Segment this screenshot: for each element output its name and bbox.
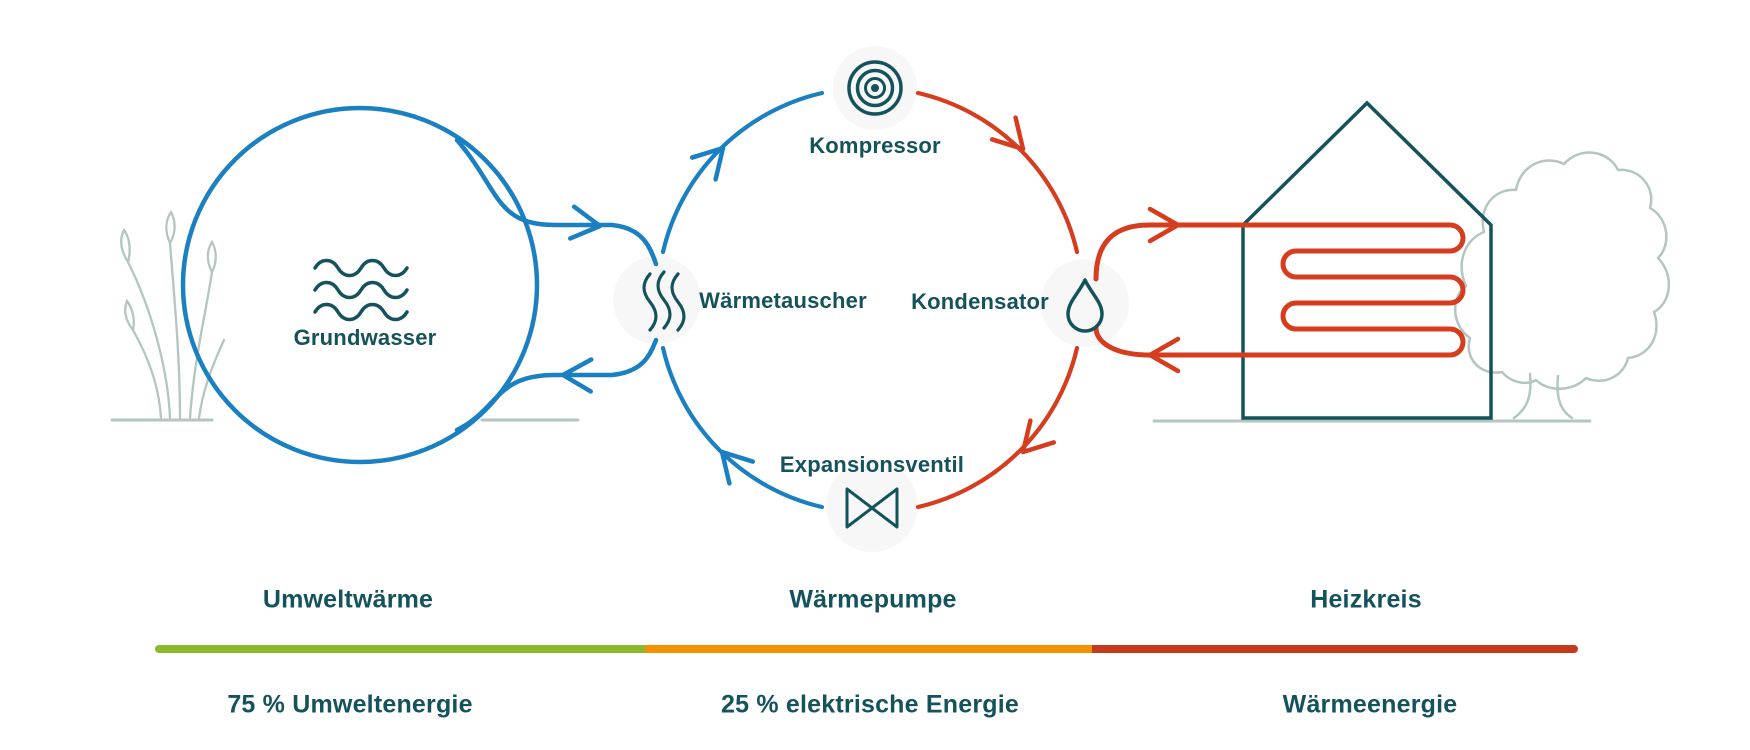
- water-waves-icon: [313, 258, 409, 322]
- heat-exchanger-label: Wärmetauscher: [699, 288, 867, 313]
- energy-bar-heat: [1092, 645, 1578, 653]
- valve-icon: [845, 487, 899, 529]
- house-icon: [1241, 100, 1493, 420]
- energy-bar-environment: [155, 645, 645, 653]
- refrigerant-ring: [660, 90, 1080, 510]
- expansion-valve-label: Expansionsventil: [779, 452, 965, 477]
- droplet-icon: [1066, 278, 1104, 333]
- heat-waves-icon: [642, 270, 686, 332]
- section-label-environment: Umweltwärme: [262, 585, 434, 614]
- ring-arc-cold-low: [660, 345, 825, 510]
- energy-bar-electric: [645, 645, 1092, 653]
- section-label-heating-circuit: Heizkreis: [1310, 585, 1422, 614]
- tree-icon: [1453, 151, 1671, 420]
- energy-label-electric: 25 % elektrische Energie: [720, 690, 1020, 719]
- grass-icon: [120, 209, 226, 420]
- ring-arc-hot-down: [915, 90, 1080, 255]
- condenser-label: Kondensator: [911, 289, 1049, 314]
- energy-label-environment: 75 % Umweltenergie: [227, 690, 473, 719]
- energy-bar: [155, 645, 1578, 653]
- ring-arc-hot-low: [915, 345, 1080, 510]
- ground-line: [110, 418, 1592, 423]
- source-circle: [180, 105, 540, 465]
- source-label: Grundwasser: [293, 325, 437, 350]
- heating-coil-icon: [1093, 222, 1466, 358]
- ring-arc-cold-up: [660, 90, 825, 255]
- energy-label-heat: Wärmeenergie: [1282, 690, 1458, 719]
- node-halos: [613, 46, 1129, 552]
- source-loop-pipes: [454, 137, 659, 433]
- section-label-heatpump: Wärmepumpe: [789, 585, 957, 614]
- concentric-circles-icon: [847, 60, 903, 116]
- compressor-label: Kompressor: [809, 133, 941, 158]
